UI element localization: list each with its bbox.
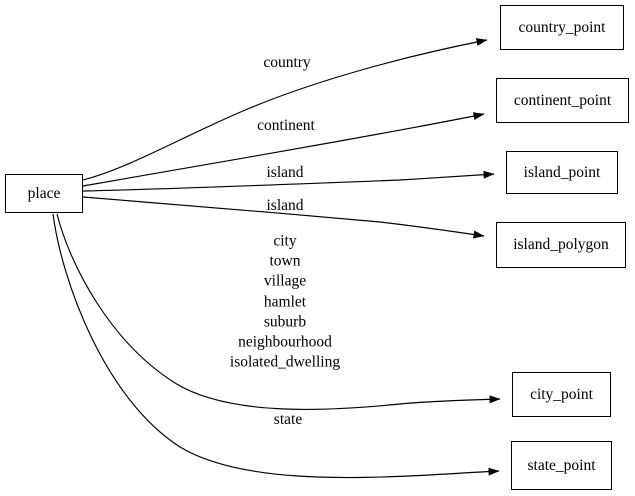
edge-label-line: city <box>273 232 297 250</box>
node-state_point[interactable]: state_point <box>511 441 612 490</box>
node-city_point[interactable]: city_point <box>512 372 611 417</box>
edge-label-line: suburb <box>263 313 307 331</box>
edge-place-to-continent_point <box>82 112 485 187</box>
edge-label-state_point: state <box>273 411 303 428</box>
node-label: country_point <box>518 18 606 36</box>
edge-paths <box>52 38 501 479</box>
edge-label-island_polygon: island <box>266 197 304 214</box>
edge-place-to-island_point <box>82 170 495 192</box>
edge-place-to-island_polygon <box>82 196 485 239</box>
edge-label-line: isolated_dwelling <box>229 353 341 371</box>
edge-label-line: neighbourhood <box>238 333 332 351</box>
node-island_polygon[interactable]: island_polygon <box>496 222 626 268</box>
node-place[interactable]: place <box>5 174 83 213</box>
edge-label-island_point: island <box>266 164 304 181</box>
node-continent_point[interactable]: continent_point <box>496 78 629 123</box>
edge-place-to-city_point <box>56 213 501 410</box>
node-label: continent_point <box>513 91 612 109</box>
edge-label-line: village <box>263 272 307 290</box>
edge-label-line: hamlet <box>263 292 307 310</box>
node-label: island_polygon <box>513 236 609 254</box>
edge-label-line: town <box>269 252 301 270</box>
node-island_point[interactable]: island_point <box>506 151 618 194</box>
edge-label-continent_point: continent <box>257 117 315 134</box>
edge-place-to-state_point <box>52 213 500 479</box>
node-country_point[interactable]: country_point <box>500 5 624 50</box>
node-label: place <box>27 184 61 202</box>
node-label: island_point <box>523 163 601 181</box>
node-label: city_point <box>530 385 593 403</box>
edge-label-country_point: country <box>263 54 311 71</box>
edge-label-city_point: city town village hamlet suburb neighbourhood… <box>230 231 340 372</box>
edge-place-to-country_point <box>82 38 488 181</box>
node-label: state_point <box>527 456 596 474</box>
